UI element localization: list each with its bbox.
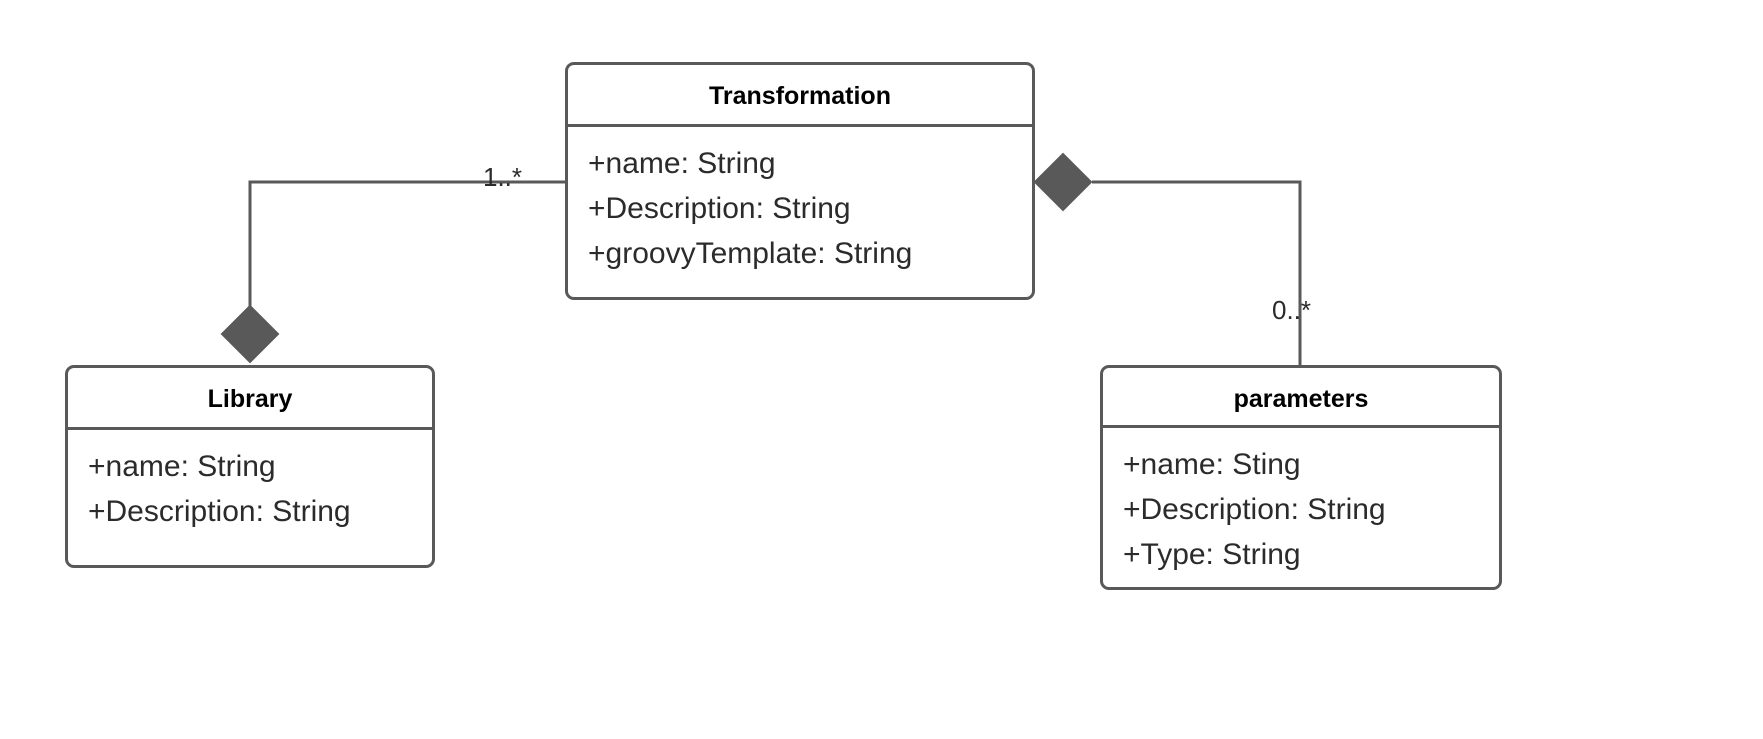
attribute-row: +Description: String: [88, 495, 351, 528]
class-attributes-library: +name: String +Description: String: [68, 430, 432, 565]
attribute-row: +Description: String: [1123, 493, 1386, 526]
class-attributes-parameters: +name: Sting +Description: String +Type:…: [1103, 428, 1499, 587]
edge-line-transformation-parameters: [1092, 180, 1302, 365]
class-name-transformation: Transformation: [568, 65, 1032, 127]
multiplicity-label-transformation-parameters: 0..*: [1272, 295, 1312, 325]
edge-transformation-parameters: [1033, 152, 1302, 365]
class-attributes-transformation: +name: String +Description: String +groo…: [568, 127, 1032, 297]
class-name-library: Library: [68, 368, 432, 430]
attribute-row: +Type: String: [1123, 538, 1301, 571]
multiplicity-label-transformation-library: 1..*: [483, 162, 523, 192]
attribute-row: +name: String: [588, 147, 776, 180]
class-box-parameters[interactable]: parameters +name: Sting +Description: St…: [1100, 365, 1502, 590]
attribute-row: +name: String: [88, 450, 276, 483]
attribute-row: +name: Sting: [1123, 448, 1301, 481]
attribute-row: +Description: String: [588, 192, 851, 225]
composition-diamond-transformation: [1033, 152, 1093, 212]
edge-line-transformation-library: [248, 180, 565, 330]
attribute-row: +groovyTemplate: String: [588, 237, 913, 270]
composition-diamond-library: [220, 304, 280, 364]
edge-transformation-library: [220, 180, 565, 364]
class-box-transformation[interactable]: Transformation +name: String +Descriptio…: [565, 62, 1035, 300]
class-name-parameters: parameters: [1103, 368, 1499, 428]
class-box-library[interactable]: Library +name: String +Description: Stri…: [65, 365, 435, 568]
